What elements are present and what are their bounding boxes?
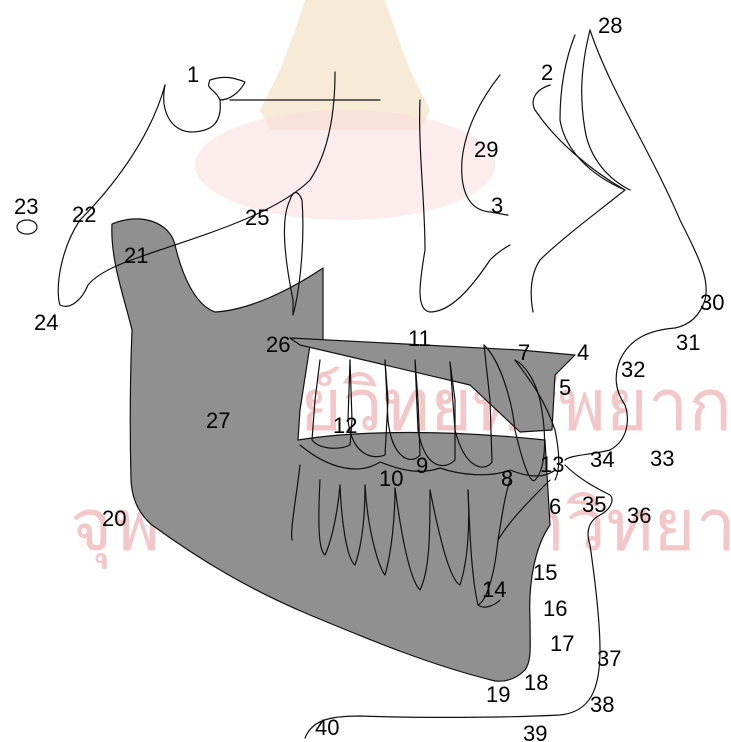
landmark-label-29: 29 <box>474 137 498 162</box>
landmark-label-35: 35 <box>582 492 606 517</box>
landmark-label-24: 24 <box>34 310 58 335</box>
landmark-label-11: 11 <box>408 326 431 351</box>
sella-trace <box>164 77 245 132</box>
landmark-label-38: 38 <box>590 692 614 717</box>
landmark-label-34: 34 <box>590 447 614 472</box>
mandible-shape <box>112 219 550 681</box>
landmark-label-12: 12 <box>333 413 357 438</box>
landmark-label-15: 15 <box>533 560 557 585</box>
landmark-label-16: 16 <box>543 596 567 621</box>
landmark-label-10: 10 <box>379 466 403 491</box>
watermark-seal <box>195 0 495 220</box>
landmark-label-39: 39 <box>523 721 547 742</box>
landmark-label-13: 13 <box>540 452 564 477</box>
landmark-label-8: 8 <box>501 466 513 491</box>
landmark-label-36: 36 <box>627 503 651 528</box>
landmark-label-21: 21 <box>124 243 148 268</box>
landmark-label-30: 30 <box>700 290 724 315</box>
landmark-label-7: 7 <box>518 340 530 365</box>
landmark-label-25: 25 <box>245 205 269 230</box>
landmark-label-14: 14 <box>482 577 506 602</box>
landmark-label-32: 32 <box>621 357 645 382</box>
landmark-label-37: 37 <box>597 646 621 671</box>
landmark-label-28: 28 <box>598 13 622 38</box>
landmark-label-27: 27 <box>206 408 230 433</box>
landmark-label-4: 4 <box>577 340 589 365</box>
landmark-label-20: 20 <box>102 506 126 531</box>
landmark-label-26: 26 <box>266 332 290 357</box>
landmark-label-5: 5 <box>559 375 571 400</box>
porion-circle <box>17 220 37 234</box>
landmark-label-2: 2 <box>541 60 553 85</box>
landmark-label-22: 22 <box>72 202 96 227</box>
landmark-label-17: 17 <box>550 631 574 656</box>
landmark-label-9: 9 <box>416 453 428 478</box>
landmark-label-6: 6 <box>549 494 561 519</box>
landmark-label-40: 40 <box>315 715 339 740</box>
landmark-label-18: 18 <box>524 670 548 695</box>
landmark-label-1: 1 <box>187 62 199 87</box>
landmark-label-31: 31 <box>676 330 700 355</box>
landmark-label-33: 33 <box>650 446 674 471</box>
landmark-label-23: 23 <box>14 194 38 219</box>
landmark-label-19: 19 <box>486 682 510 707</box>
landmark-label-3: 3 <box>491 193 503 218</box>
